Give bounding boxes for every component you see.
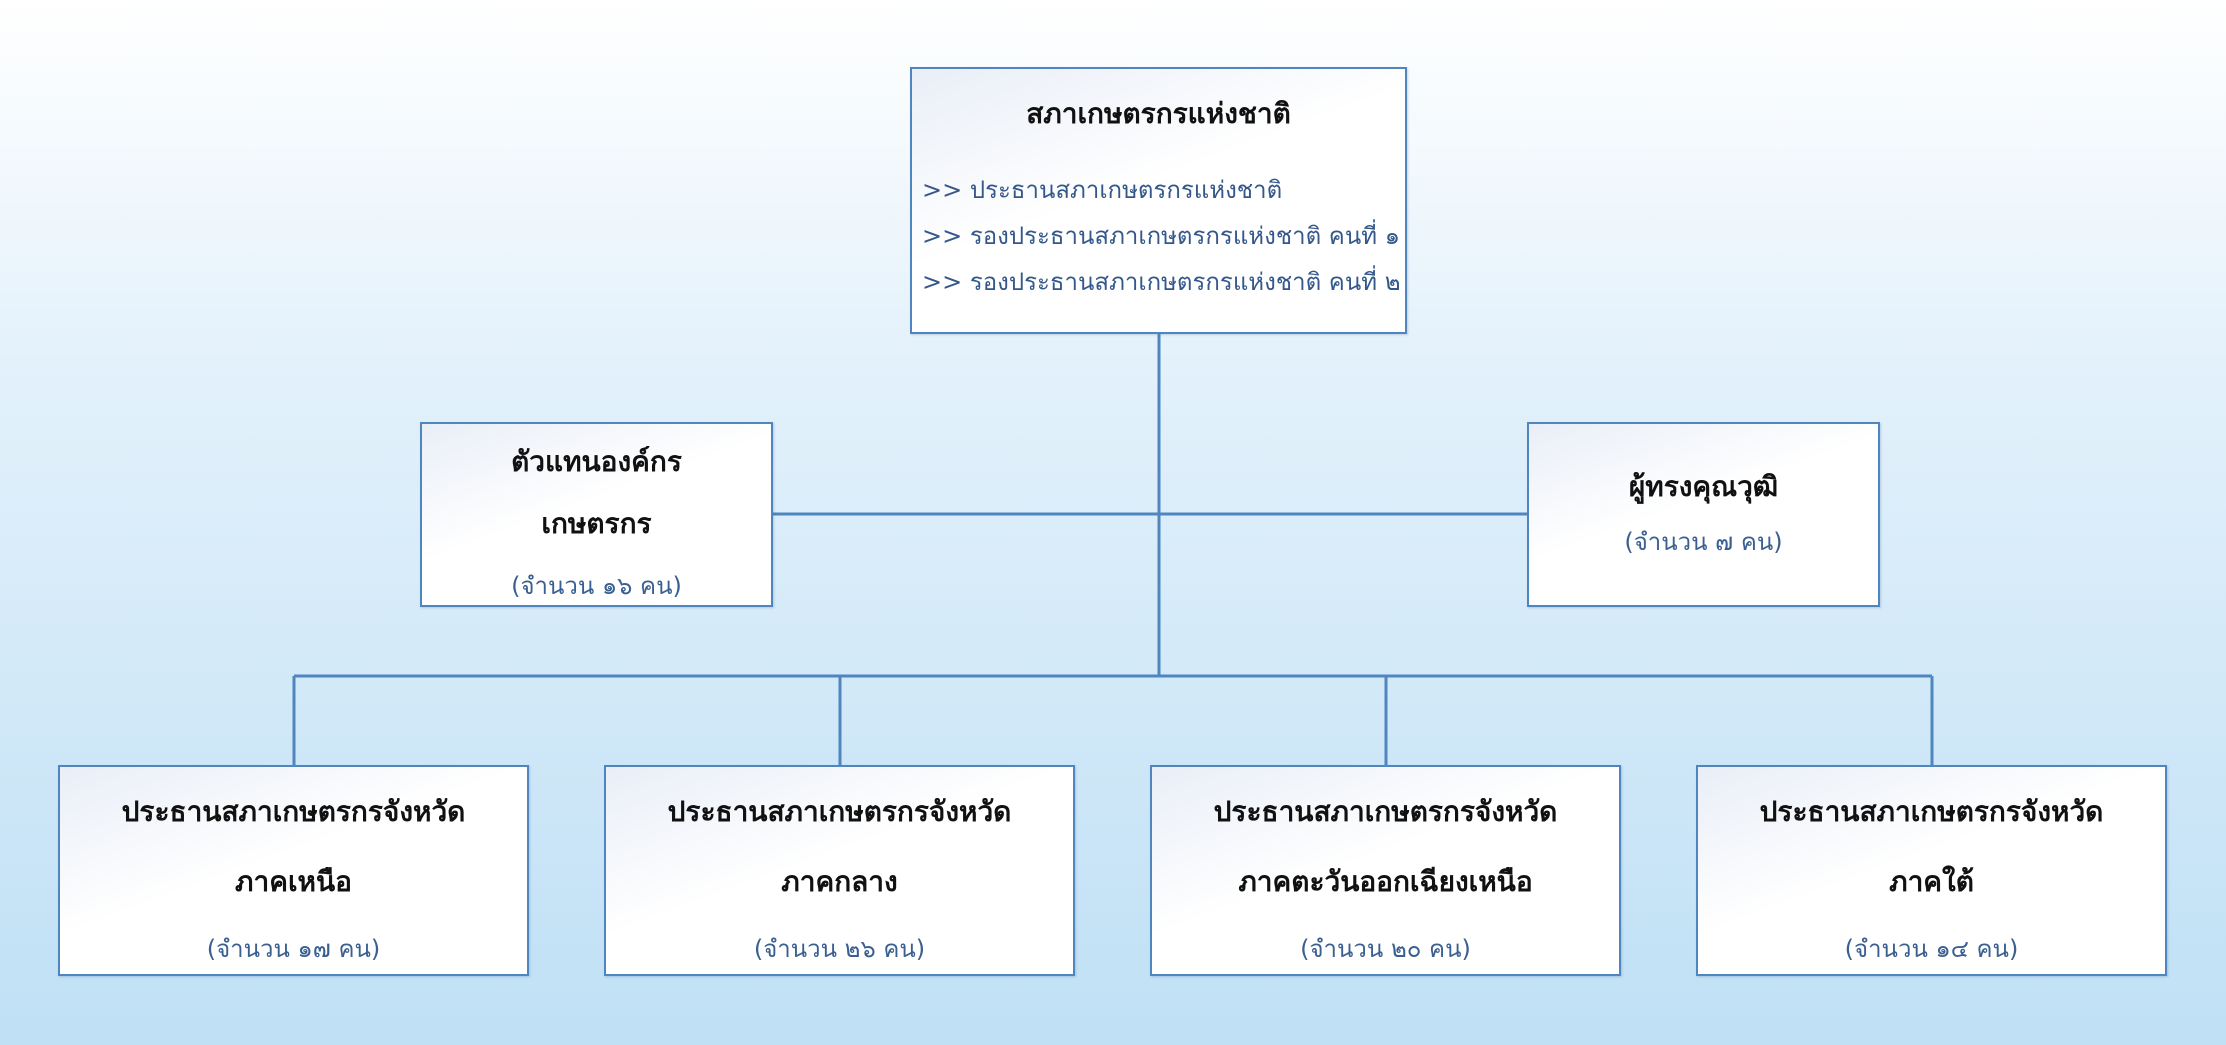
experts-count: (จำนวน ๗ คน) [1624,528,1783,556]
national-council-title: สภาเกษตรกรแห่งชาติ [1026,97,1291,130]
region-box-south: ประธานสภาเกษตรกรจังหวัด ภาคใต้ (จำนวน ๑๔… [1696,765,2167,976]
region-northeast-line2: ภาคตะวันออกเฉียงเหนือ [1238,865,1533,898]
region-north-count: (จำนวน ๑๗ คน) [206,935,381,963]
role-vice-president-2: >> รองประธานสภาเกษตรกรแห่งชาติ คนที่ ๒ [922,268,1401,296]
farmer-org-count: (จำนวน ๑๖ คน) [511,572,682,600]
region-box-central: ประธานสภาเกษตรกรจังหวัด ภาคกลาง (จำนวน ๒… [604,765,1075,976]
region-central-count: (จำนวน ๒๖ คน) [753,935,926,963]
farmer-org-representatives-box: ตัวแทนองค์กร เกษตรกร (จำนวน ๑๖ คน) [420,422,773,607]
national-council-roles: >> ประธานสภาเกษตรกรแห่งชาติ >> รองประธาน… [912,167,1405,305]
role-president: >> ประธานสภาเกษตรกรแห่งชาติ [922,176,1283,204]
region-south-count: (จำนวน ๑๔ คน) [1844,935,2019,963]
region-central-line1: ประธานสภาเกษตรกรจังหวัด [667,795,1012,828]
experts-box: ผู้ทรงคุณวุฒิ (จำนวน ๗ คน) [1527,422,1880,607]
region-northeast-line1: ประธานสภาเกษตรกรจังหวัด [1213,795,1558,828]
region-box-northeast: ประธานสภาเกษตรกรจังหวัด ภาคตะวันออกเฉียง… [1150,765,1621,976]
role-vice-president-1: >> รองประธานสภาเกษตรกรแห่งชาติ คนที่ ๑ [922,222,1400,250]
farmer-org-title-line2: เกษตรกร [541,507,652,540]
region-south-line2: ภาคใต้ [1889,865,1974,898]
region-north-line2: ภาคเหนือ [235,865,352,898]
national-council-box: สภาเกษตรกรแห่งชาติ >> ประธานสภาเกษตรกรแห… [910,67,1407,334]
region-north-line1: ประธานสภาเกษตรกรจังหวัด [121,795,466,828]
farmer-org-title-line1: ตัวแทนองค์กร [511,445,682,478]
experts-title: ผู้ทรงคุณวุฒิ [1628,470,1779,503]
region-northeast-count: (จำนวน ๒๐ คน) [1300,935,1471,963]
region-south-line1: ประธานสภาเกษตรกรจังหวัด [1759,795,2104,828]
region-central-line2: ภาคกลาง [781,865,898,898]
region-box-north: ประธานสภาเกษตรกรจังหวัด ภาคเหนือ (จำนวน … [58,765,529,976]
